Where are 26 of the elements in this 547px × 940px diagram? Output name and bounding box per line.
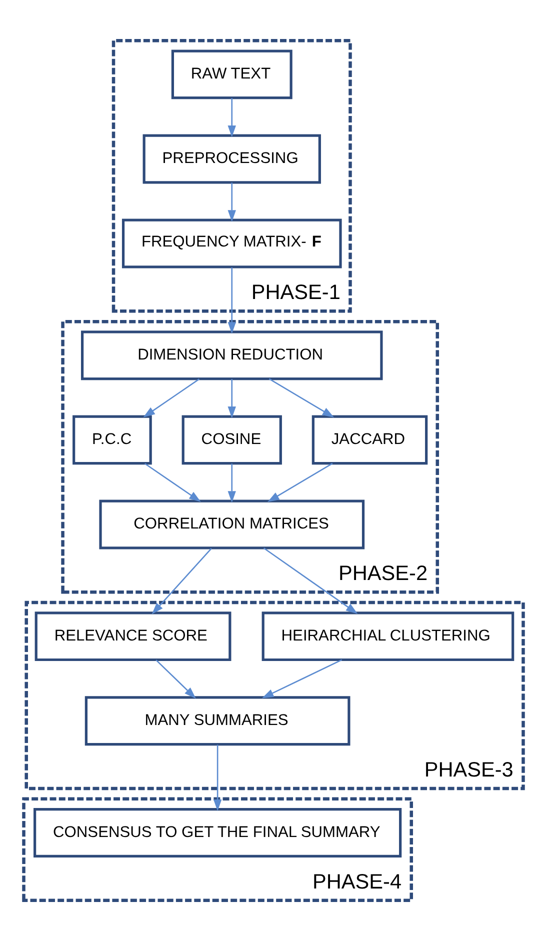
node-box: RELEVANCE SCORE [34, 611, 232, 661]
arrow [228, 98, 236, 137]
node-box: CORRELATION MATRICES [99, 499, 365, 549]
arrow [228, 463, 236, 502]
node-box: DIMENSION REDUCTION [81, 330, 383, 380]
node-box: MANY SUMMARIES [84, 696, 350, 746]
node-box: JACCARD [312, 414, 428, 464]
arrow [228, 266, 236, 334]
arrow [144, 462, 201, 502]
arrow [152, 547, 212, 614]
node-box: COSINE [182, 414, 282, 464]
node-box: CONSENSUS TO GET THE FINAL SUMMARY [34, 808, 402, 857]
arrow [156, 659, 196, 698]
node-box: PREPROCESSING [142, 134, 321, 184]
arrow [262, 658, 342, 698]
arrow [228, 182, 236, 222]
arrow [143, 378, 200, 417]
arrow [228, 378, 236, 418]
arrow [268, 462, 333, 502]
arrow [263, 547, 358, 614]
node-box: FREQUENCY MATRIX- F [122, 218, 342, 268]
node-box: P.C.C [72, 414, 152, 464]
node-box: RAW TEXT [171, 49, 292, 99]
node-box: HEIRARCHIAL CLUSTERING [262, 611, 514, 661]
arrow [213, 744, 222, 811]
arrow [268, 378, 334, 417]
